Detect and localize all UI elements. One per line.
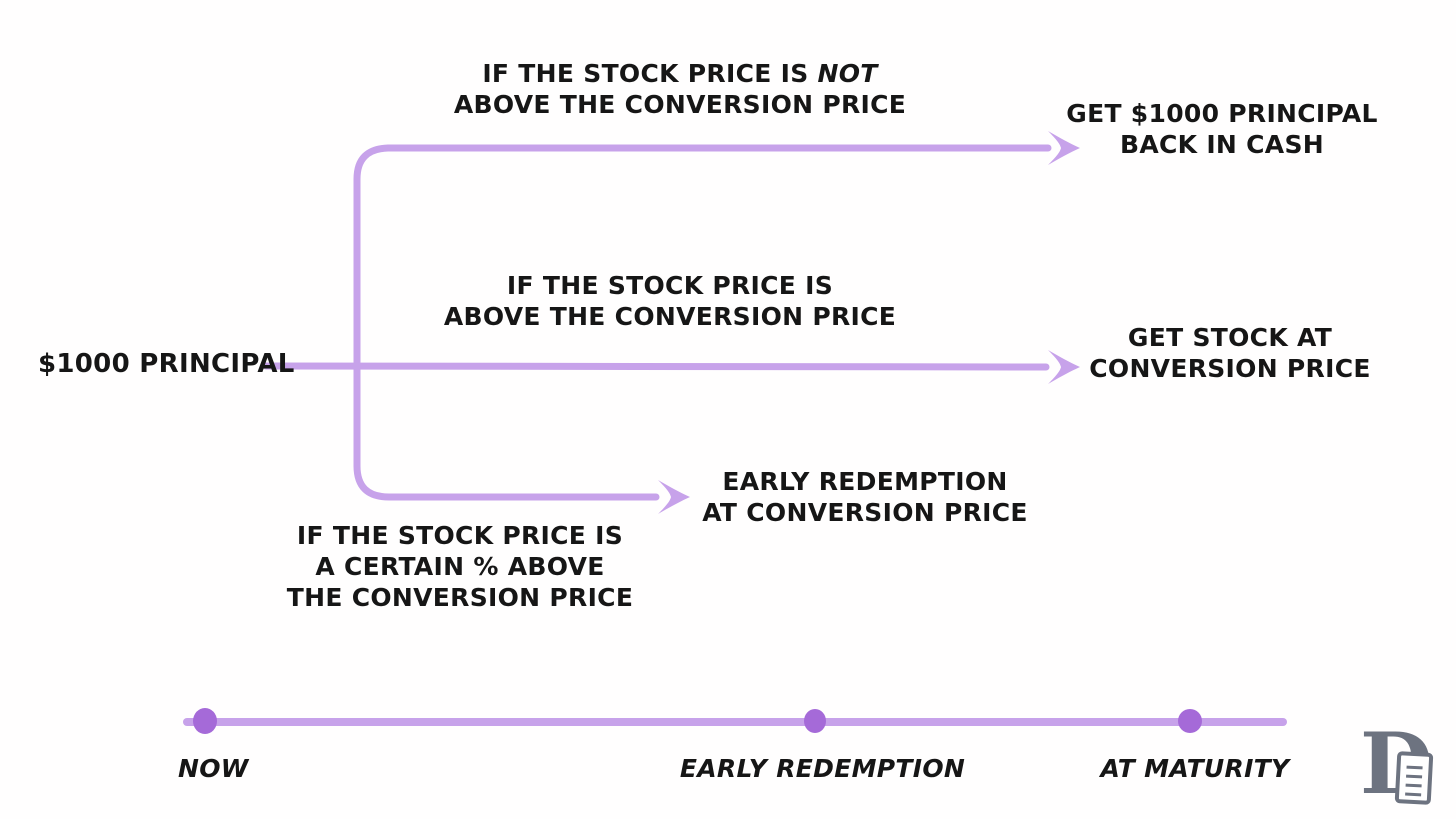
outcome-line: EARLY REDEMPTION <box>722 467 1008 496</box>
root-node-principal: $1000 PRINCIPAL <box>38 349 295 379</box>
scroll-line <box>1405 792 1422 797</box>
condition-line: IF THE STOCK PRICE IS <box>296 521 624 550</box>
brand-logo: D <box>1360 714 1446 816</box>
condition-line: ABOVE THE CONVERSION PRICE <box>443 302 897 331</box>
outcome-line: GET STOCK AT <box>1127 323 1333 352</box>
outcome-principal-back: GET $1000 PRINCIPAL BACK IN CASH <box>1052 98 1392 160</box>
timeline-dot-maturity <box>1178 709 1202 733</box>
outcome-line: GET $1000 PRINCIPAL <box>1066 99 1378 128</box>
condition-certain-percent-above: IF THE STOCK PRICE IS A CERTAIN % ABOVE … <box>280 520 640 613</box>
scroll-line <box>1406 765 1423 770</box>
arrowhead-middle-icon <box>1048 350 1080 384</box>
outcome-get-stock: GET STOCK AT CONVERSION PRICE <box>1070 322 1390 384</box>
timeline-dot-now <box>193 708 217 734</box>
condition-not-above-conversion: IF THE STOCK PRICE IS NOT ABOVE THE CONV… <box>400 58 960 120</box>
arrowhead-top-icon <box>1048 131 1080 165</box>
timeline-label-now: NOW <box>178 754 249 783</box>
branch-connector-arrow <box>353 144 1052 501</box>
condition-emphasis: NOT <box>817 59 878 88</box>
condition-line: A CERTAIN % ABOVE <box>315 552 605 581</box>
outcome-line: CONVERSION PRICE <box>1089 354 1371 383</box>
middle-connector-arrow <box>262 362 1050 371</box>
condition-line: IF THE STOCK PRICE IS <box>506 271 834 300</box>
condition-line: THE CONVERSION PRICE <box>286 583 634 612</box>
outcome-line: BACK IN CASH <box>1120 130 1324 159</box>
scroll-line <box>1406 774 1423 779</box>
condition-line: IF THE STOCK PRICE IS NOT <box>400 58 960 89</box>
condition-line: ABOVE THE CONVERSION PRICE <box>453 90 907 119</box>
condition-above-conversion: IF THE STOCK PRICE IS ABOVE THE CONVERSI… <box>410 270 930 332</box>
scroll-icon <box>1394 751 1434 805</box>
arrowhead-bottom-icon <box>658 480 690 514</box>
timeline-label-early-redemption: EARLY REDEMPTION <box>679 754 966 783</box>
outcome-line: AT CONVERSION PRICE <box>702 498 1028 527</box>
timeline-label-maturity: AT MATURITY <box>1100 754 1290 783</box>
outcome-early-redemption: EARLY REDEMPTION AT CONVERSION PRICE <box>690 466 1040 528</box>
condition-text: IF THE STOCK PRICE IS <box>482 59 818 88</box>
scroll-line <box>1405 783 1422 788</box>
timeline-dot-early-redemption <box>804 709 826 733</box>
